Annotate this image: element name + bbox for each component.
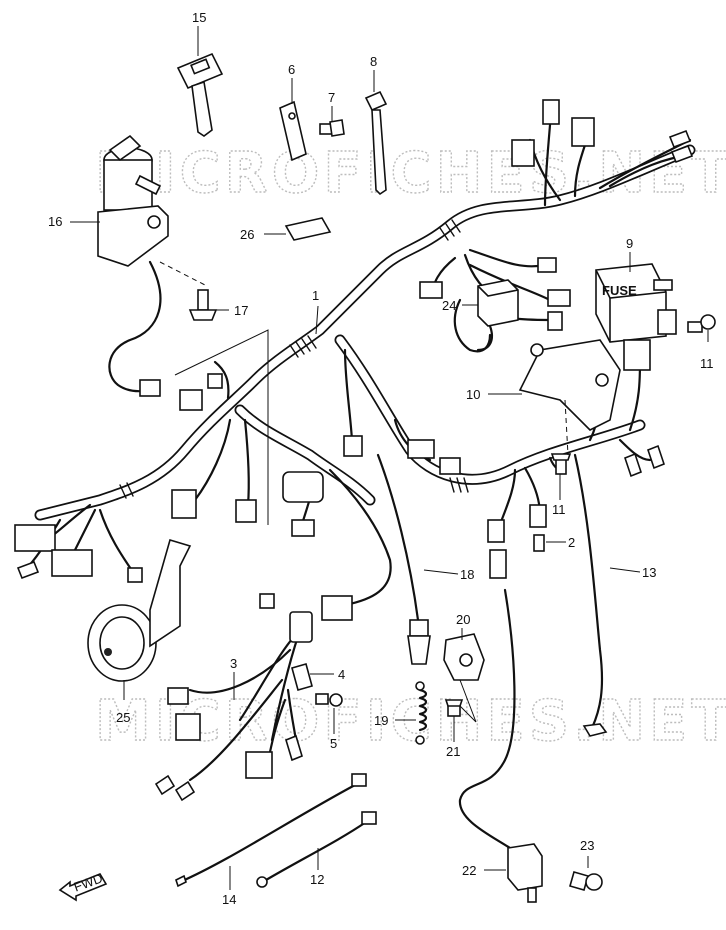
lead-wire-12 bbox=[256, 811, 377, 888]
clip-4 bbox=[291, 663, 313, 691]
callout-10: 10 bbox=[466, 387, 480, 402]
connector-left-lower bbox=[235, 499, 257, 523]
harness-connectors bbox=[14, 99, 694, 621]
callout-14: 14 bbox=[222, 892, 236, 907]
callout-17: 17 bbox=[234, 303, 248, 318]
guide-lines bbox=[174, 329, 569, 525]
callout-labels: 15 16 6 7 8 26 9 11 10 11 2 13 17 1 24 1… bbox=[48, 10, 714, 907]
connector-small-1 bbox=[547, 311, 563, 331]
callout-26: 26 bbox=[240, 227, 254, 242]
callout-20: 20 bbox=[456, 612, 470, 627]
callout-22: 22 bbox=[462, 863, 476, 878]
connector-top-2 bbox=[571, 117, 595, 147]
bullet-terminal-1 bbox=[668, 129, 692, 149]
pad-26 bbox=[284, 217, 332, 241]
callout-1: 1 bbox=[312, 288, 319, 303]
connector-mid-3 bbox=[439, 457, 461, 475]
horn-25 bbox=[87, 539, 192, 682]
bullet-terminal-2 bbox=[670, 144, 694, 164]
leader-lines bbox=[70, 26, 709, 890]
callout-7: 7 bbox=[328, 90, 335, 105]
bullet-terminal-right-2 bbox=[647, 444, 665, 470]
callout-21: 21 bbox=[446, 744, 460, 759]
callout-5: 5 bbox=[330, 736, 337, 751]
callout-23: 23 bbox=[580, 838, 594, 853]
lead-wire-13 bbox=[573, 453, 608, 737]
connector-mid-1 bbox=[343, 435, 363, 457]
callout-12: 12 bbox=[310, 872, 324, 887]
connector-2-a bbox=[487, 519, 505, 543]
connector-center-small bbox=[291, 519, 315, 537]
ignition-key bbox=[176, 52, 224, 137]
forward-direction-marker: FWD bbox=[58, 870, 108, 902]
fuse-box: FUSE bbox=[595, 263, 677, 371]
sub-harness-3 bbox=[154, 611, 313, 802]
connector-relay-side-2 bbox=[547, 289, 571, 307]
connector-lower-1 bbox=[259, 593, 275, 609]
callout-4: 4 bbox=[338, 667, 345, 682]
fuse-bracket-10 bbox=[518, 339, 621, 431]
screw-7 bbox=[319, 119, 345, 137]
callout-9: 9 bbox=[626, 236, 633, 251]
callout-25: 25 bbox=[116, 710, 130, 725]
callout-11-top: 11 bbox=[700, 356, 714, 371]
screw-11-mid bbox=[550, 453, 572, 475]
connector-left-relay bbox=[419, 281, 443, 299]
callout-24: 24 bbox=[442, 298, 456, 313]
callout-8: 8 bbox=[370, 54, 377, 69]
connector-horn bbox=[127, 567, 143, 583]
bracket-20 bbox=[443, 633, 485, 681]
connector-left-block bbox=[171, 489, 197, 519]
ignition-switch bbox=[97, 134, 206, 397]
connector-2-b bbox=[529, 504, 547, 528]
fuse-box-text: FUSE bbox=[602, 283, 637, 298]
callout-16: 16 bbox=[48, 214, 62, 229]
lead-wire-14 bbox=[175, 773, 367, 888]
connector-relay-side bbox=[537, 257, 557, 273]
bullet-terminal-left bbox=[16, 560, 40, 580]
connector-left-small bbox=[207, 373, 223, 389]
connector-lower-2 bbox=[321, 595, 353, 621]
main-wiring-harness bbox=[23, 123, 696, 607]
bullet-terminal-right-1 bbox=[624, 452, 642, 478]
callout-19: 19 bbox=[374, 713, 388, 728]
connector-top-1 bbox=[542, 99, 560, 125]
connector-mid-2 bbox=[407, 439, 435, 459]
connector-far-left-2 bbox=[51, 549, 93, 577]
cable-tie-8 bbox=[364, 90, 388, 196]
callout-11-mid: 11 bbox=[552, 502, 566, 517]
connector-2-d bbox=[533, 534, 545, 552]
callout-6: 6 bbox=[288, 62, 295, 77]
screw-23 bbox=[569, 871, 603, 891]
connector-far-left-1 bbox=[14, 524, 56, 552]
relay-24 bbox=[476, 279, 519, 352]
connector-left-main bbox=[179, 389, 203, 411]
bolt-17 bbox=[188, 289, 218, 321]
spring-19 bbox=[415, 681, 428, 745]
callout-3: 3 bbox=[230, 656, 237, 671]
callout-2: 2 bbox=[568, 535, 575, 550]
screw-5 bbox=[315, 693, 343, 707]
bracket-6 bbox=[279, 100, 307, 162]
lead-18 bbox=[376, 453, 431, 665]
callout-15: 15 bbox=[192, 10, 206, 25]
callout-18: 18 bbox=[460, 567, 474, 582]
screw-11-top bbox=[687, 314, 716, 333]
connector-coupler-center bbox=[282, 471, 324, 503]
switch-22 bbox=[458, 588, 543, 903]
callout-13: 13 bbox=[642, 565, 656, 580]
connector-2-c bbox=[489, 549, 507, 579]
connector-top-3 bbox=[511, 139, 535, 167]
